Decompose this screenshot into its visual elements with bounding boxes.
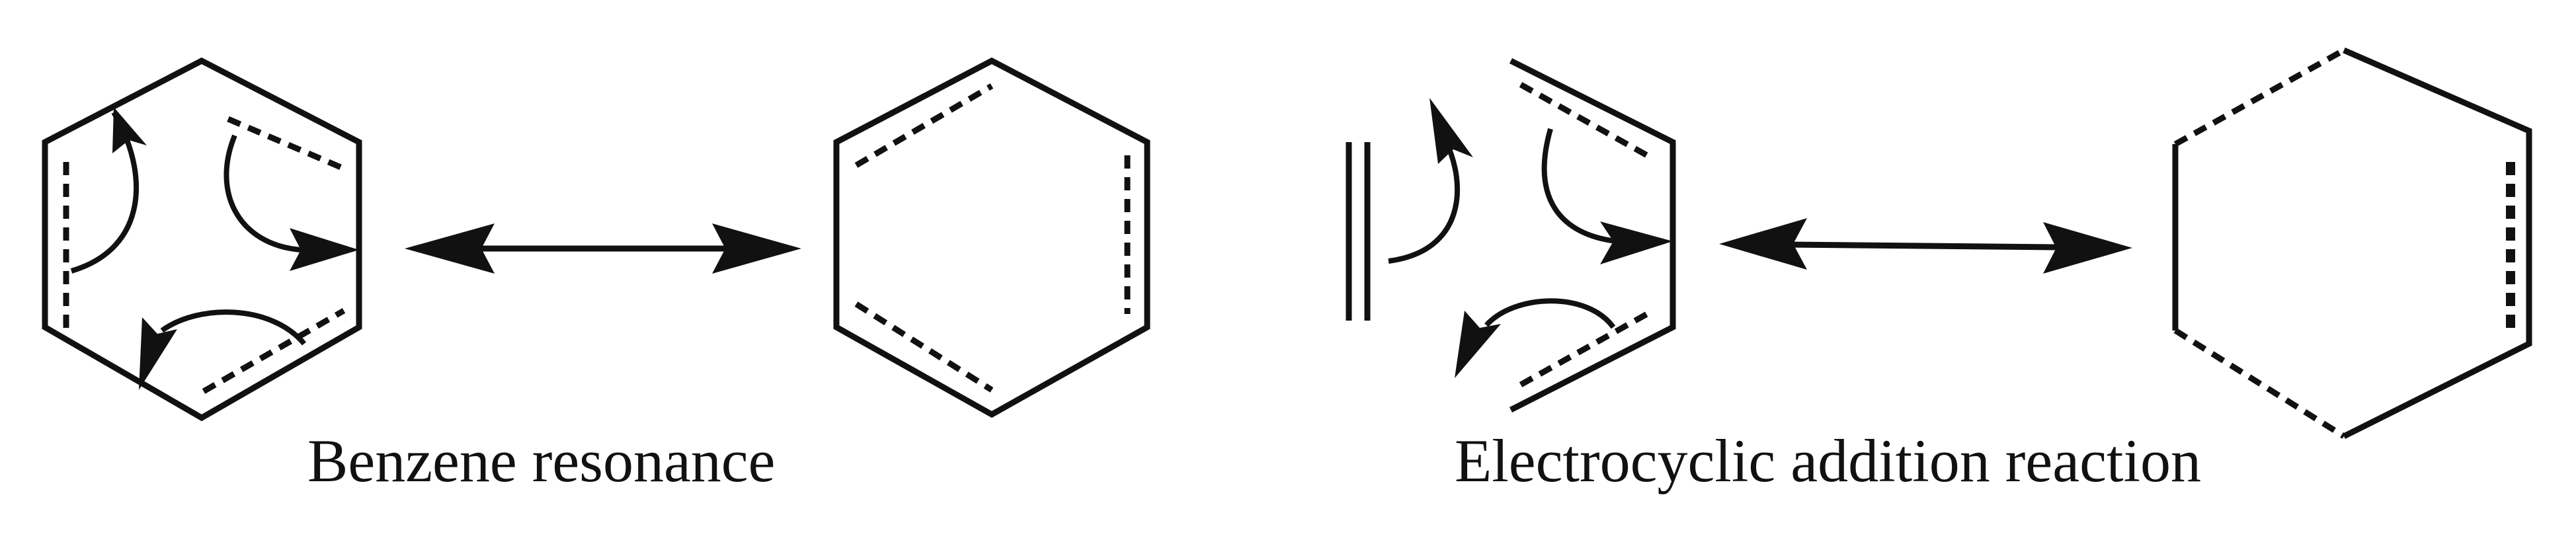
hexagon-outline-1 — [42, 57, 362, 422]
diene-fragment — [1388, 58, 1676, 413]
dashed-bond-diene-bottom — [1519, 308, 1655, 387]
caption-benzene-resonance: Benzene resonance — [307, 427, 775, 494]
resonance-arrowhead-left — [405, 223, 495, 274]
arrowhead-6 — [1455, 311, 1501, 378]
dashed-bond-diene-top — [1519, 82, 1655, 161]
electrocyclic-group: Electrocyclic addition reaction — [1346, 47, 2532, 494]
benzene-resonance-group: Benzene resonance — [42, 57, 1150, 494]
caption-electrocyclic-addition: Electrocyclic addition reaction — [1455, 427, 2201, 494]
arrowhead-1 — [112, 107, 147, 153]
cyclohexene-structure — [2172, 47, 2532, 440]
dashed-bond-2a — [854, 83, 994, 168]
reaction-arrowhead-left — [1719, 218, 1807, 270]
cyclohexene-solid-bonds — [2342, 47, 2532, 440]
arrowhead-5 — [1600, 221, 1673, 264]
arrowhead-3 — [139, 317, 177, 390]
curved-arrow-5 — [1541, 128, 1617, 244]
arrowhead-2 — [290, 228, 359, 271]
arrowhead-4 — [1429, 98, 1473, 164]
dashed-bond-cyclo-top — [2173, 48, 2346, 147]
curved-arrow-6 — [1484, 298, 1616, 329]
resonance-arrowhead-right — [712, 223, 801, 274]
diene-outline — [1509, 58, 1676, 413]
dashed-bond-2c — [854, 301, 994, 393]
resonance-arrow — [405, 223, 801, 274]
curved-arrow-2 — [223, 134, 302, 253]
reaction-arrowhead-right — [2043, 222, 2132, 274]
ethylene-fragment — [1346, 142, 1371, 321]
dashed-bond-1b — [202, 308, 346, 394]
dashed-bond-cyclo-bottom — [2173, 328, 2346, 439]
reaction-arrow — [1719, 218, 2132, 274]
benzene-structure-1 — [42, 57, 362, 422]
hexagon-outline-2 — [833, 57, 1150, 418]
benzene-structure-2 — [833, 57, 1150, 418]
curved-arrow-4 — [1388, 137, 1461, 264]
curved-arrow-3 — [160, 309, 307, 346]
